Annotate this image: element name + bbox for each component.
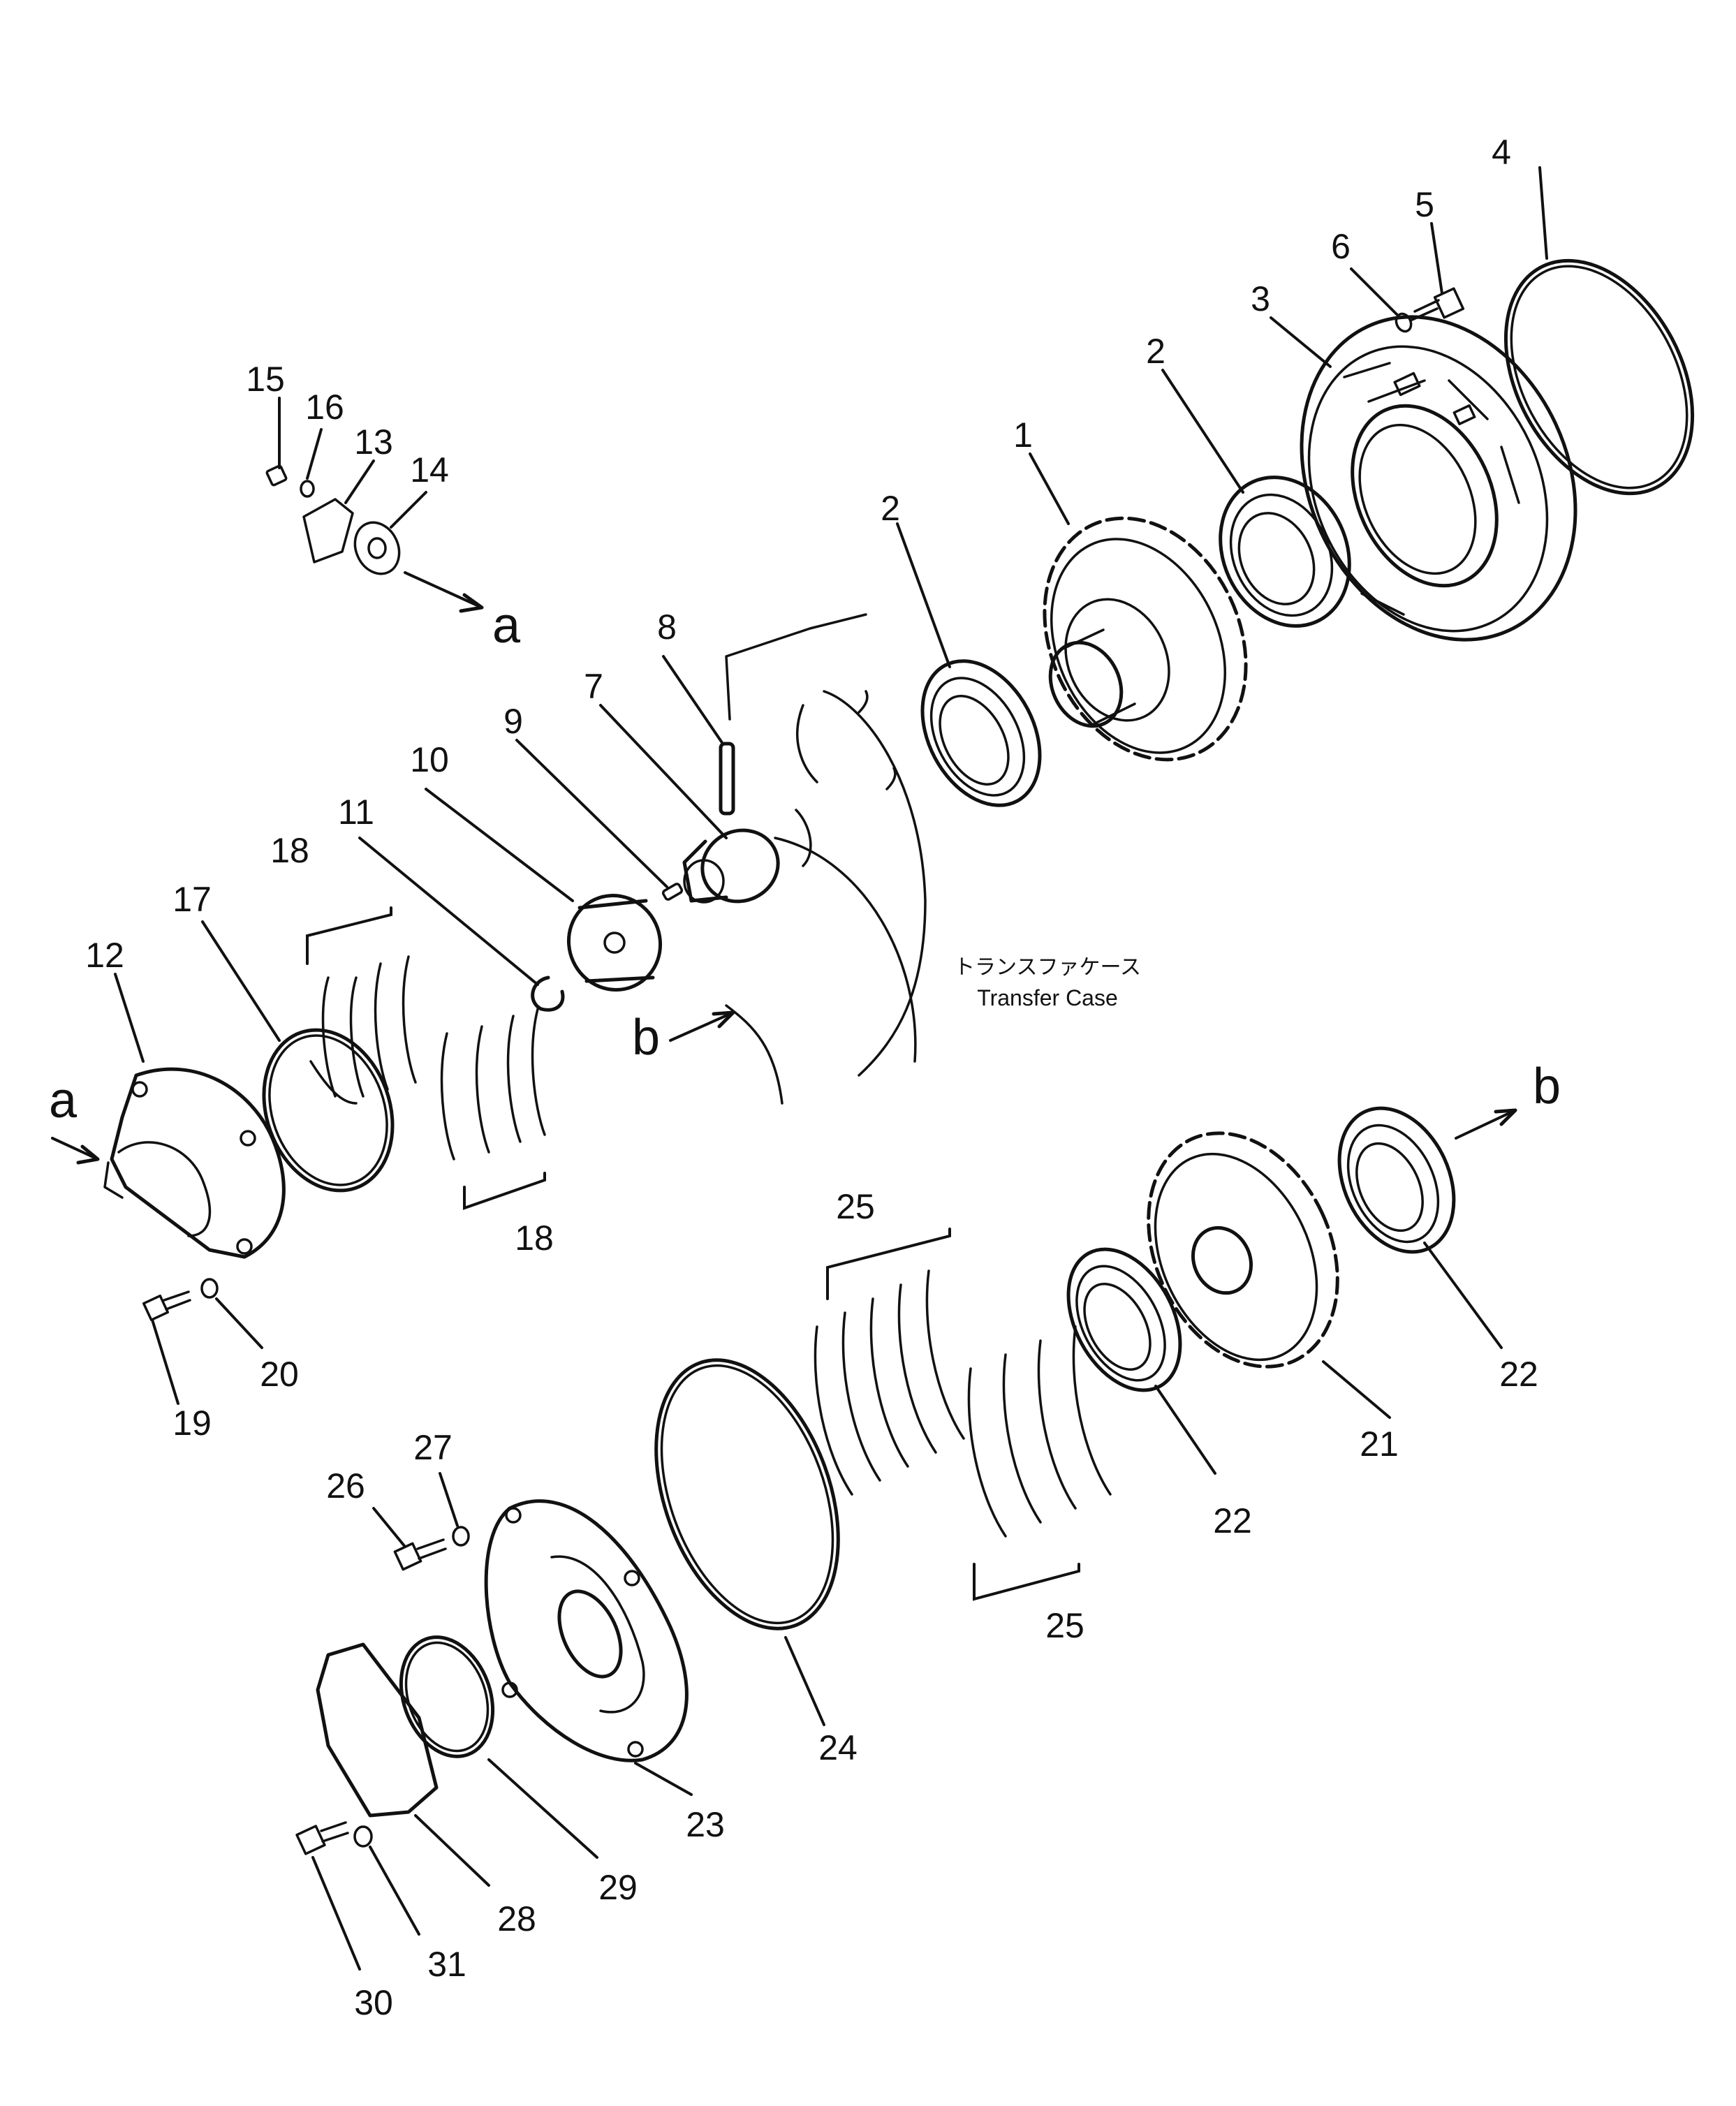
callout-28: 28 [497,1899,536,1938]
ref-b-right: b [1533,1059,1561,1114]
washer-6 [1395,312,1413,333]
collar-10 [566,894,663,992]
callout-5: 5 [1415,185,1434,224]
callout-1: 1 [1013,415,1033,455]
callout-30: 30 [354,1983,393,2022]
ref-arrow-b-from-bearing [1455,1108,1517,1140]
callout-17: 17 [172,880,212,919]
cover-plate-28 [316,1642,439,1818]
callout-8: 8 [657,608,677,647]
washer-20 [200,1278,219,1299]
ref-a-left: a [49,1073,78,1128]
bolt-5 [1411,287,1465,321]
callout-18-lower: 18 [515,1218,554,1258]
bolt-19 [142,1290,191,1322]
ref-a-upper: a [492,598,521,654]
callout-7: 7 [584,667,603,706]
shim-group-25-upper [814,1228,965,1496]
callout-24: 24 [818,1728,858,1767]
pin-8 [719,742,735,816]
shaft-7 [682,828,780,904]
bolt-15 [265,464,288,487]
bearing-22-right [1337,1106,1456,1254]
housing-3 [1300,315,1577,642]
key-9 [661,883,684,901]
callout-numbers: 1 2 2 3 4 5 6 7 8 9 10 11 12 13 14 15 16… [85,133,1538,2022]
callout-23: 23 [686,1805,725,1844]
ref-arrow-a-from-plate [404,571,484,613]
gear-1 [1043,516,1248,762]
callout-25-upper: 25 [836,1187,875,1226]
gear-21 [1147,1131,1339,1369]
shim-group-18-upper [306,906,417,1105]
callout-18-upper: 18 [270,831,309,870]
bolt-26 [393,1538,447,1571]
o-ring-4 [1503,258,1695,496]
callout-29: 29 [598,1868,638,1907]
transfer-case-label-jp: トランスファケース [954,955,1141,980]
plate-13 [302,498,354,564]
bearing-22-left [1066,1247,1182,1392]
washer-31 [353,1825,373,1848]
shim-group-25-lower [967,1325,1112,1601]
o-ring-29 [399,1635,495,1758]
callout-26: 26 [326,1466,365,1505]
callout-10: 10 [410,740,449,779]
ref-b-case: b [632,1010,660,1066]
ref-arrow-b-to-case [669,1010,735,1042]
bolt-30 [295,1821,349,1855]
transfer-case-label-en: Transfer Case [977,985,1118,1010]
transfer-case-outline: トランスファケース Transfer Case [725,613,1141,1105]
callout-21: 21 [1360,1424,1399,1464]
cover-12 [103,1067,286,1259]
bearing-2-left [920,659,1042,807]
callout-27: 27 [413,1428,453,1467]
leader-lines [114,166,1548,1971]
shim-group-18-lower [440,1008,546,1210]
callout-14: 14 [410,450,449,489]
bearing-2-right [1219,476,1351,628]
reference-letters: a a b b [49,598,1561,1128]
o-ring-17 [262,1028,395,1193]
washer-16 [300,480,315,498]
callout-16: 16 [305,388,344,427]
ref-arrow-a-to-cover [51,1137,100,1165]
callout-22-right: 22 [1499,1355,1538,1394]
callout-6: 6 [1331,227,1351,266]
washer-27 [452,1526,470,1547]
callout-31: 31 [427,1945,466,1984]
callout-22-left: 22 [1213,1501,1252,1540]
callout-19: 19 [172,1404,212,1443]
callout-9: 9 [503,702,523,741]
callout-2-left: 2 [881,489,900,528]
callout-3: 3 [1251,279,1270,318]
callout-25-lower: 25 [1045,1606,1084,1645]
callout-11: 11 [338,793,374,832]
callout-4: 4 [1492,133,1511,172]
gasket-14 [353,521,401,575]
callout-13: 13 [354,422,393,462]
callout-20: 20 [260,1355,299,1394]
callout-12: 12 [85,936,124,975]
callout-15: 15 [246,360,285,399]
callout-2-right: 2 [1146,332,1165,371]
housing-23 [484,1499,689,1762]
o-ring-24 [654,1358,840,1630]
